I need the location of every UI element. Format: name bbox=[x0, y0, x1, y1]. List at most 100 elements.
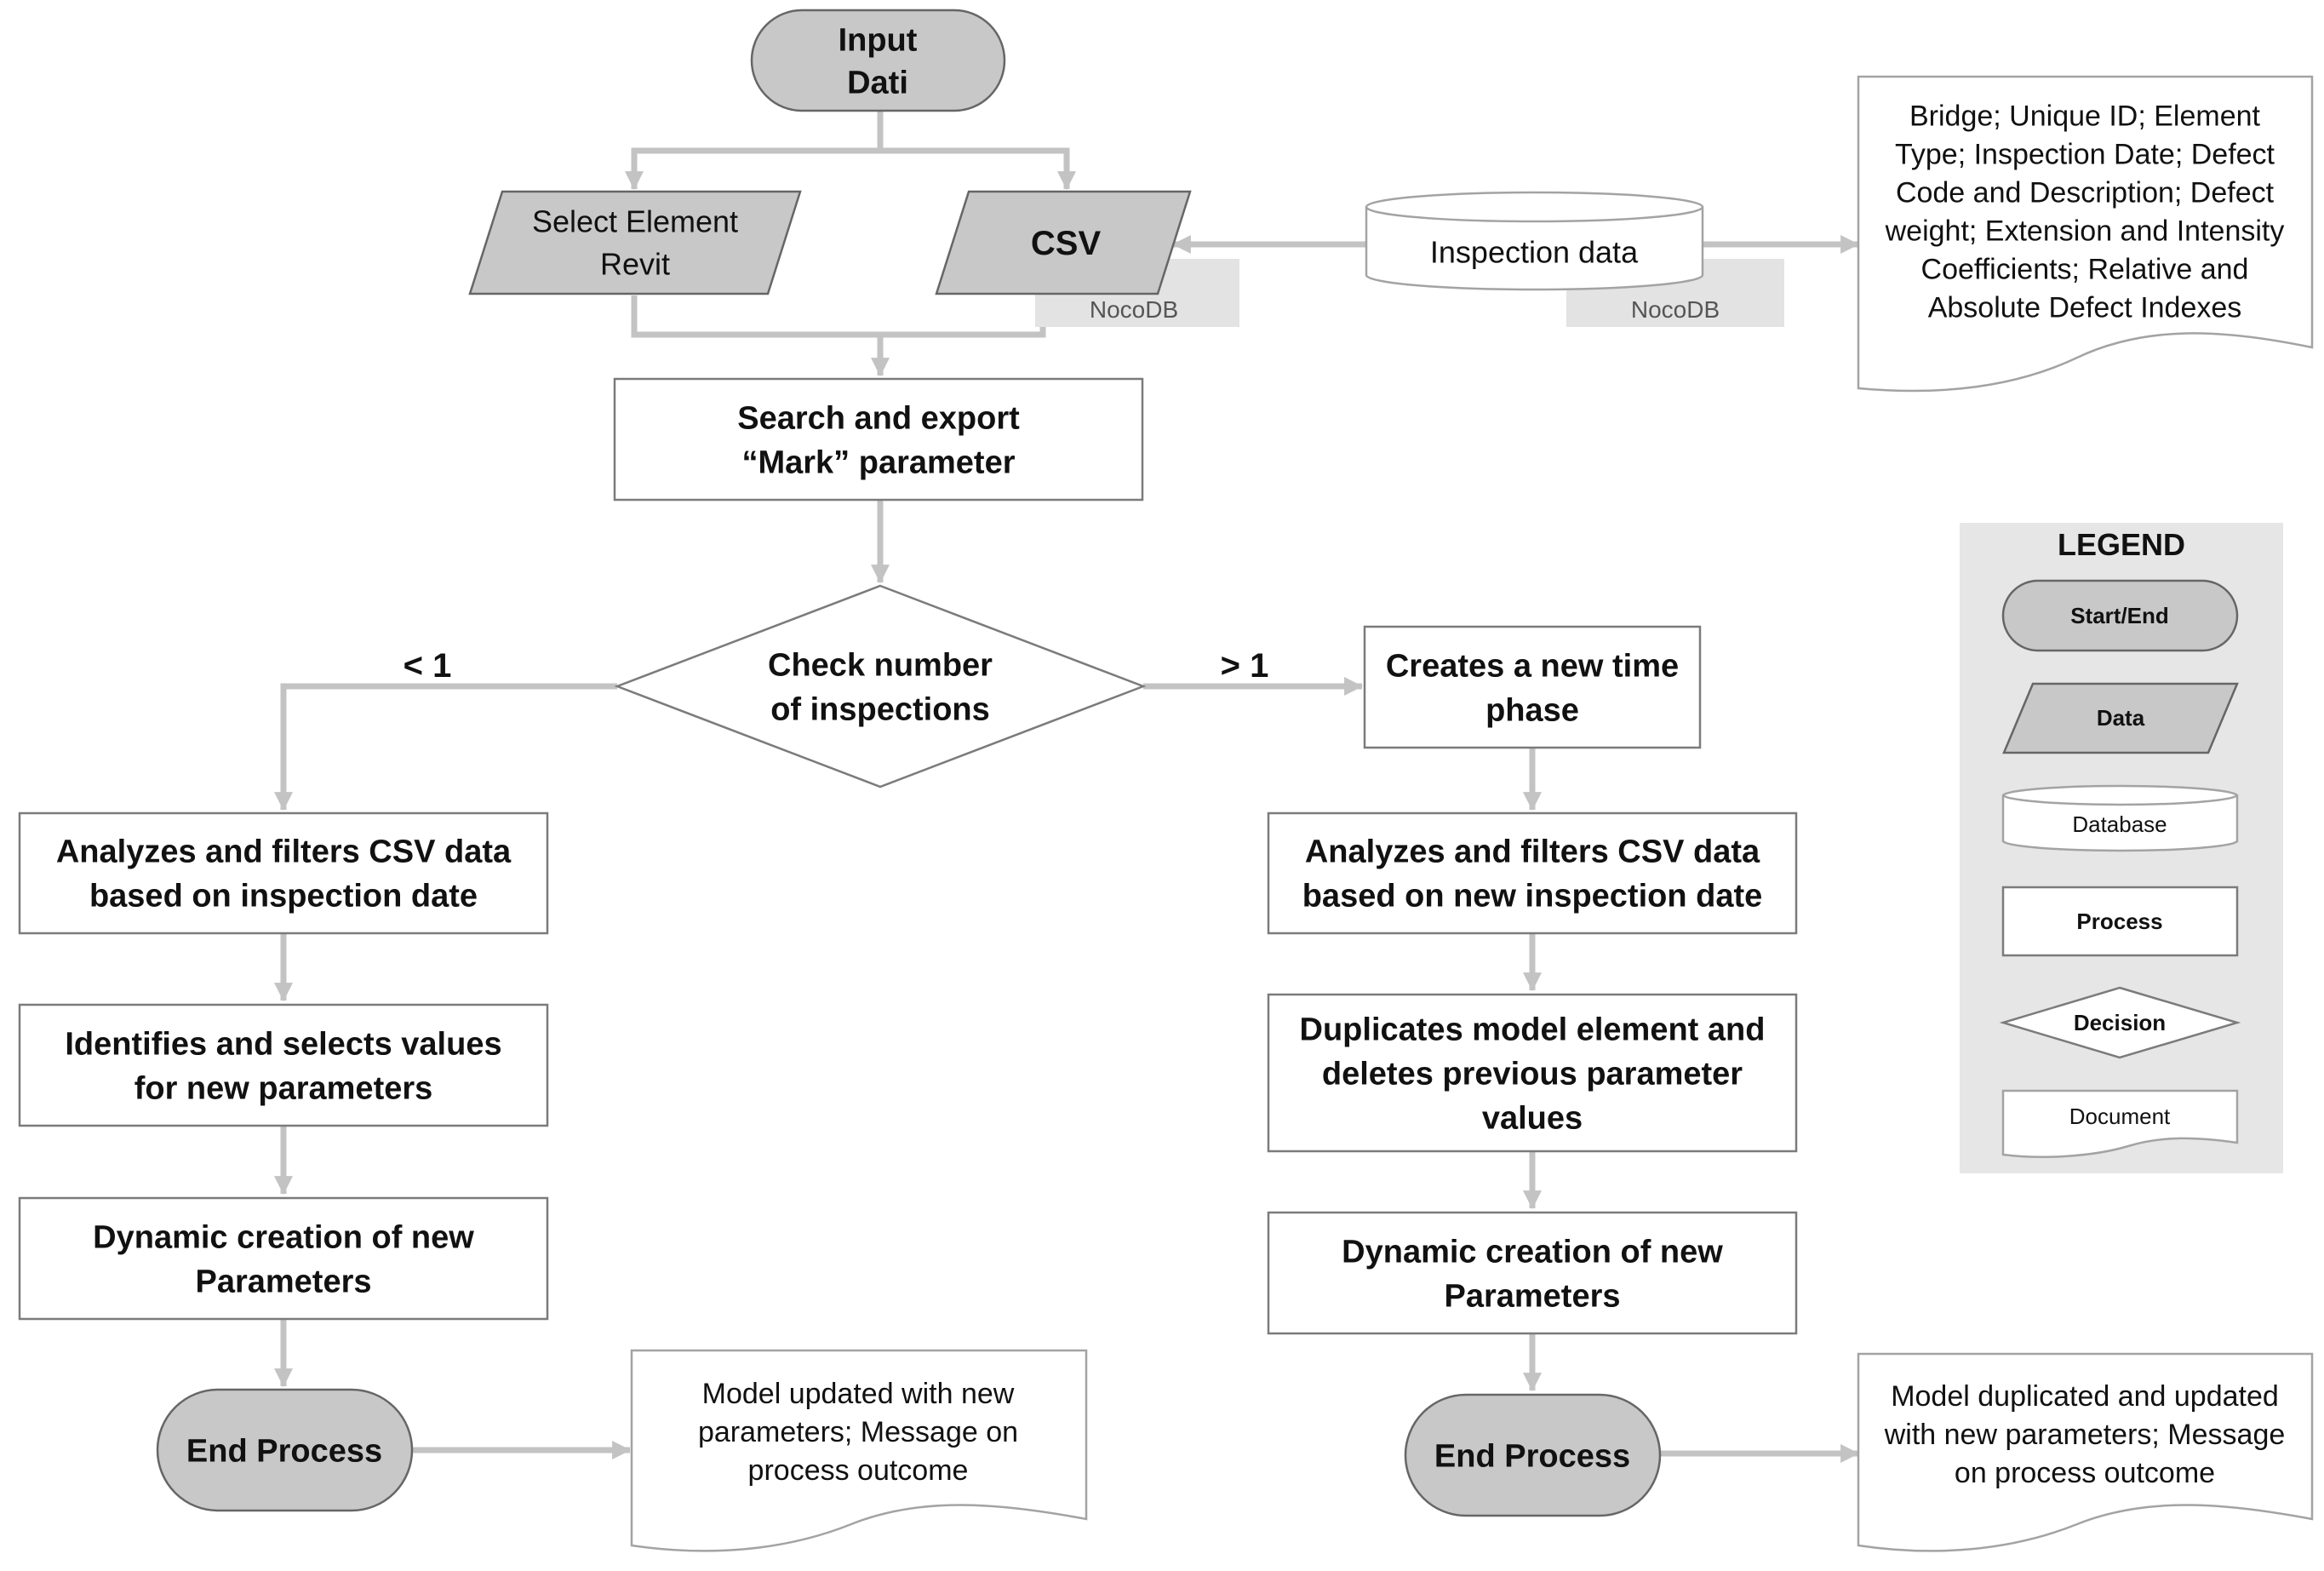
legend-process-label: Process bbox=[2076, 909, 2162, 934]
inspection-document-text-line-4: weight; Extension and Intensity bbox=[1885, 215, 2285, 247]
search-export-text-line-2: “Mark” parameter bbox=[741, 444, 1015, 480]
check-inspections-decision: Check number of inspections bbox=[614, 584, 1147, 788]
legend-document-label: Document bbox=[2069, 1104, 2171, 1129]
connector-to-csv bbox=[880, 147, 1076, 191]
right-output-text: Model duplicated and updated with new par… bbox=[1884, 1380, 2286, 1489]
left-output-text: Model updated with new parameters; Messag… bbox=[698, 1378, 1018, 1487]
right-output-text-line-2: with new parameters; Message bbox=[1884, 1419, 2286, 1451]
inspection-document-text-line-3: Code and Description; Defect bbox=[1896, 176, 2275, 209]
inspection-database-text-line-1: Inspection data bbox=[1430, 235, 1639, 270]
connector-to-select-element bbox=[625, 147, 880, 191]
input-terminal-text-line-2: Dati bbox=[847, 65, 908, 100]
csv-text: CSV bbox=[1031, 225, 1102, 262]
select-element-text-line-1: Select Element bbox=[532, 204, 738, 239]
right-end-text-line-1: End Process bbox=[1434, 1438, 1630, 1474]
connectors bbox=[274, 111, 1860, 1463]
connector-select-to-search bbox=[631, 295, 880, 338]
right-analyze-text-line-1: Analyzes and filters CSV data bbox=[1305, 834, 1760, 869]
left-dynamic-text-line-2: Parameters bbox=[195, 1264, 371, 1299]
right-dynamic-text-line-1: Dynamic creation of new bbox=[1342, 1234, 1723, 1270]
condition-greater-label: > 1 bbox=[1221, 647, 1269, 685]
inspection-document-text-line-1: Bridge; Unique ID; Element bbox=[1909, 100, 2261, 132]
inspection-database: Inspection data bbox=[1365, 191, 1704, 291]
connector-csv-to-search bbox=[880, 295, 1046, 338]
right-end-text: End Process bbox=[1434, 1438, 1630, 1474]
left-output-text-line-2: parameters; Message on bbox=[698, 1416, 1018, 1448]
left-analyze-process: Analyzes and filters CSV data based on in… bbox=[18, 811, 549, 935]
left-end-text: End Process bbox=[186, 1433, 382, 1469]
new-time-phase-text: Creates a new time phase bbox=[1386, 648, 1679, 728]
csv-text-line-1: CSV bbox=[1031, 225, 1102, 262]
left-identify-text-line-2: for new parameters bbox=[135, 1070, 433, 1106]
new-time-phase-text-line-1: Creates a new time bbox=[1386, 648, 1679, 684]
left-output-document: Model updated with new parameters; Messag… bbox=[630, 1349, 1088, 1552]
search-export-text-line-1: Search and export bbox=[737, 400, 1020, 436]
right-output-text-line-3: on process outcome bbox=[1955, 1457, 2215, 1489]
inspection-document-text-line-5: Coefficients; Relative and bbox=[1921, 253, 2249, 285]
right-duplicate-text-line-3: values bbox=[1482, 1100, 1583, 1136]
left-identify-text: Identifies and selects values for new par… bbox=[65, 1026, 501, 1106]
search-export-process: Search and export “Mark” parameter bbox=[613, 377, 1144, 502]
legend-decision: Decision bbox=[1999, 986, 2241, 1059]
left-output-text-line-3: process outcome bbox=[748, 1454, 969, 1487]
inspection-db-tag-text: NocoDB bbox=[1631, 296, 1720, 323]
legend-document: Document bbox=[2001, 1089, 2239, 1159]
right-duplicate-text-line-2: deletes previous parameter bbox=[1322, 1056, 1743, 1092]
left-output-text-line-1: Model updated with new bbox=[702, 1378, 1015, 1410]
condition-less-label: < 1 bbox=[404, 647, 452, 685]
select-element-text-line-2: Revit bbox=[600, 247, 670, 282]
new-time-phase-text-line-2: phase bbox=[1485, 692, 1579, 728]
legend-decision-label: Decision bbox=[2074, 1010, 2166, 1035]
right-output-text-line-1: Model duplicated and updated bbox=[1891, 1380, 2279, 1413]
left-end-terminal: End Process bbox=[156, 1388, 414, 1512]
left-identify-process: Identifies and selects values for new par… bbox=[18, 1003, 549, 1127]
legend-data: Data bbox=[2002, 682, 2239, 754]
inspection-database-text: Inspection data bbox=[1430, 235, 1639, 270]
new-time-phase-process: Creates a new time phase bbox=[1363, 625, 1702, 749]
right-analyze-text: Analyzes and filters CSV data based on ne… bbox=[1302, 834, 1763, 914]
connector-decision-less bbox=[274, 683, 617, 811]
left-dynamic-text-line-1: Dynamic creation of new bbox=[93, 1219, 474, 1255]
right-analyze-process: Analyzes and filters CSV data based on ne… bbox=[1267, 811, 1798, 935]
legend-panel: LEGEND Start/End Data Database Process D… bbox=[1960, 523, 2283, 1173]
legend-title: LEGEND bbox=[2058, 527, 2185, 562]
csv-data: CSV bbox=[935, 190, 1192, 295]
check-inspections-text-line-2: of inspections bbox=[770, 691, 990, 727]
left-analyze-text-line-1: Analyzes and filters CSV data bbox=[56, 834, 512, 869]
right-end-terminal: End Process bbox=[1404, 1393, 1662, 1517]
check-inspections-text: Check number of inspections bbox=[768, 647, 993, 727]
csv-tag-text: NocoDB bbox=[1090, 296, 1178, 323]
input-terminal-text-line-1: Input bbox=[839, 22, 918, 58]
legend-process: Process bbox=[2001, 886, 2239, 957]
right-duplicate-process: Duplicates model element and deletes prev… bbox=[1267, 993, 1798, 1153]
inspection-document-text-line-6: Absolute Defect Indexes bbox=[1928, 291, 2242, 324]
inspection-document-text-line-2: Type; Inspection Date; Defect bbox=[1895, 138, 2275, 170]
left-analyze-text: Analyzes and filters CSV data based on in… bbox=[56, 834, 512, 914]
legend-database: Database bbox=[2001, 784, 2239, 852]
right-duplicate-text-line-1: Duplicates model element and bbox=[1300, 1012, 1766, 1047]
right-analyze-text-line-2: based on new inspection date bbox=[1302, 878, 1763, 914]
left-end-text-line-1: End Process bbox=[186, 1433, 382, 1469]
left-analyze-text-line-2: based on inspection date bbox=[89, 878, 478, 914]
right-dynamic-text-line-2: Parameters bbox=[1444, 1278, 1620, 1314]
legend-database-label: Database bbox=[2072, 811, 2167, 837]
check-inspections-text-line-1: Check number bbox=[768, 647, 993, 683]
legend-data-label: Data bbox=[2097, 705, 2145, 731]
legend-start-end-label: Start/End bbox=[2070, 603, 2169, 628]
search-export-text: Search and export “Mark” parameter bbox=[737, 400, 1020, 480]
right-output-document: Model duplicated and updated with new par… bbox=[1857, 1352, 2314, 1552]
right-duplicate-text: Duplicates model element and deletes prev… bbox=[1300, 1012, 1766, 1136]
legend-start-end: Start/End bbox=[2001, 579, 2239, 652]
left-identify-text-line-1: Identifies and selects values bbox=[65, 1026, 501, 1062]
